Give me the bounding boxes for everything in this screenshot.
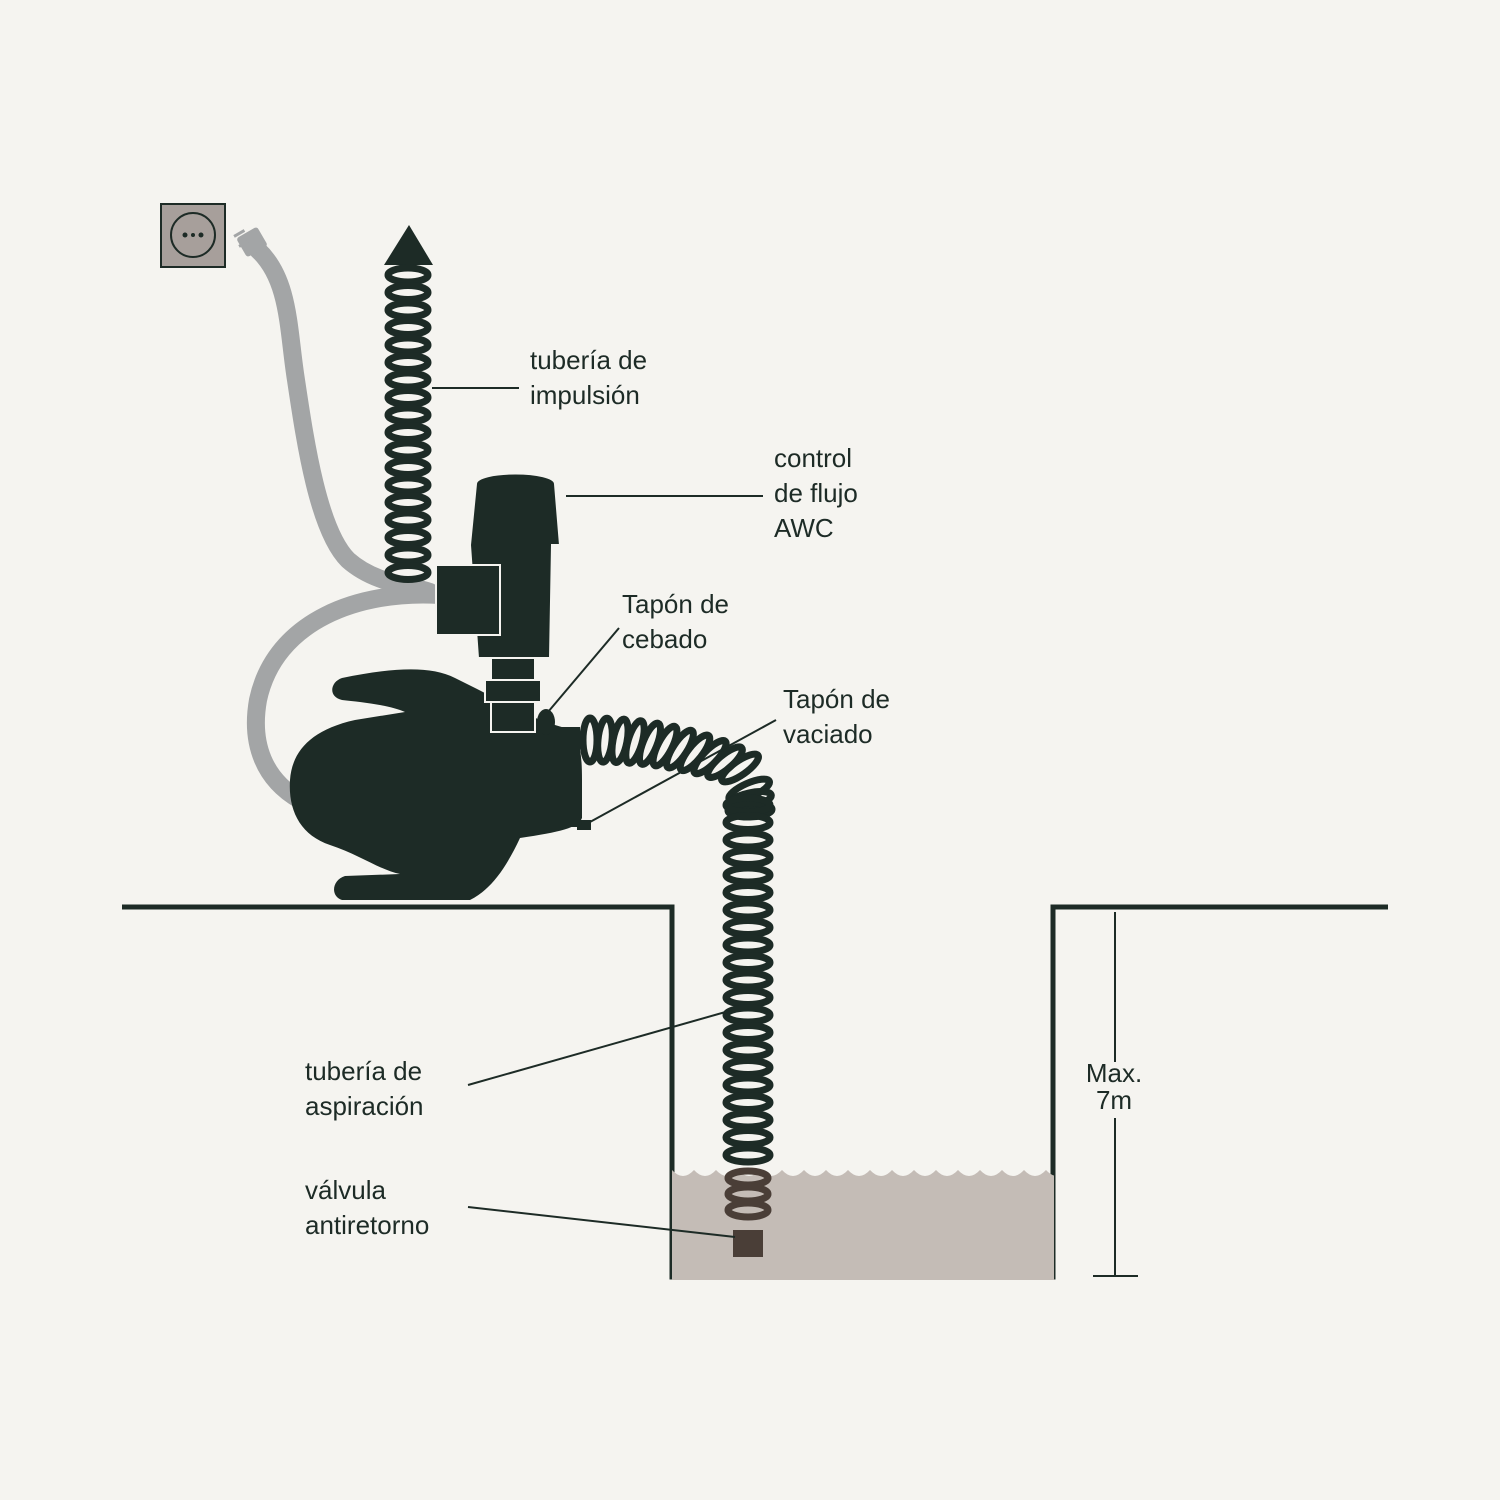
hose-rib (722, 917, 774, 938)
hose-rib (722, 987, 774, 1008)
pump-body (289, 669, 591, 900)
leader-lines (432, 387, 777, 1238)
hose-rib (722, 1057, 774, 1078)
hose-rib (384, 282, 432, 303)
check-valve-ribs (724, 1167, 772, 1221)
hose-rib (722, 1144, 774, 1166)
hose-rib (722, 847, 774, 868)
hose-rib (722, 829, 774, 851)
hose-rib (722, 934, 774, 956)
arrow-up-icon (384, 225, 433, 265)
hose-rib (384, 422, 432, 443)
pump-coupling (484, 649, 542, 733)
power-cable (249, 241, 439, 601)
hose-rib (384, 404, 432, 426)
suction-hose (579, 714, 776, 1166)
hose-rib (722, 882, 774, 903)
hose-rib (384, 509, 432, 531)
hose-rib (722, 1004, 774, 1026)
plug-icon (233, 227, 267, 257)
hose-rib (722, 899, 774, 921)
hose-rib (384, 492, 432, 513)
hose-rib (384, 369, 432, 391)
check-valve (733, 1230, 763, 1257)
label-max-depth: Max.7m (1085, 1058, 1143, 1115)
hose-rib (722, 1092, 774, 1113)
flow-control-awc (435, 472, 562, 659)
hose-rib (722, 1039, 774, 1061)
discharge-hose (384, 264, 432, 583)
hose-rib (384, 299, 432, 321)
hose-rib (722, 952, 774, 973)
hose-rib (384, 387, 432, 408)
hose-rib (384, 457, 432, 478)
hose-rib (384, 334, 432, 356)
hose-rib (384, 474, 432, 496)
hose-rib (722, 1074, 774, 1096)
power-cable-loop (246, 585, 449, 809)
hose-rib (722, 969, 774, 991)
hose-rib (722, 1022, 774, 1043)
hose-rib (384, 264, 432, 286)
hose-rib (722, 812, 774, 833)
depth-dimension (1093, 912, 1138, 1277)
hose-rib (384, 439, 432, 461)
hose-rib (722, 1109, 774, 1131)
hose-rib (384, 544, 432, 566)
hose-rib (384, 317, 432, 338)
hose-rib (718, 750, 762, 786)
valve-rib (724, 1199, 772, 1221)
hose-rib (384, 562, 432, 583)
hose-rib (722, 1127, 774, 1148)
hose-rib (722, 864, 774, 886)
hose-rib (384, 527, 432, 548)
hose-rib (384, 352, 432, 373)
power-outlet-icon (160, 203, 226, 268)
